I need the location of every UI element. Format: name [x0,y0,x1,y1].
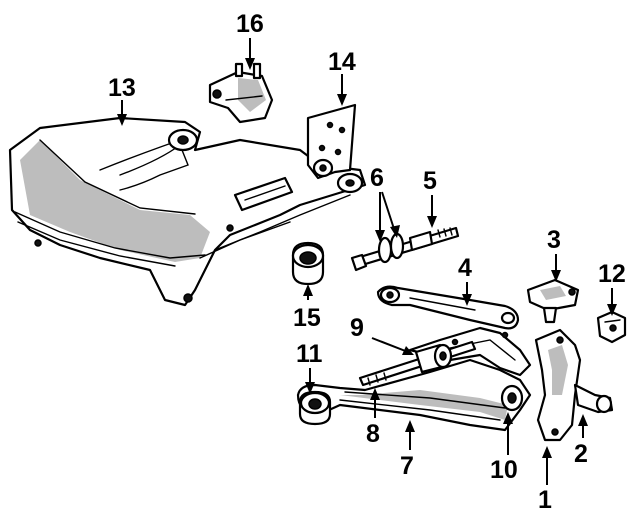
callout-5: 5 [423,167,437,195]
callout-15: 15 [293,304,321,332]
bushing-part [291,241,325,286]
callout-1: 1 [538,486,552,514]
callout-14: 14 [328,48,356,76]
bolt-washers-part [350,226,460,272]
callout-16: 16 [236,10,264,38]
callout-12: 12 [598,260,626,288]
callout-4: 4 [458,254,472,282]
lower-control-arm-part [296,326,532,432]
callout-2: 2 [574,440,588,468]
callout-7: 7 [400,452,414,480]
crossmember-part [8,116,367,307]
callout-leaders [117,38,617,485]
callout-8: 8 [366,420,380,448]
nut-clip-part [596,310,627,344]
steering-knuckle-part [534,328,614,442]
callout-13: 13 [108,74,136,102]
compression-rod-part [376,285,520,330]
callout-labels: 1 2 3 4 5 6 7 8 9 10 11 12 13 14 15 16 [108,10,626,514]
callout-3: 3 [547,226,561,254]
callout-9: 9 [350,314,364,342]
callout-11: 11 [296,340,323,368]
callout-6: 6 [370,164,384,192]
mount-bracket-part [306,103,357,180]
engine-mount-part [208,62,274,124]
callout-10: 10 [490,456,518,484]
ball-joint-part [526,278,580,324]
